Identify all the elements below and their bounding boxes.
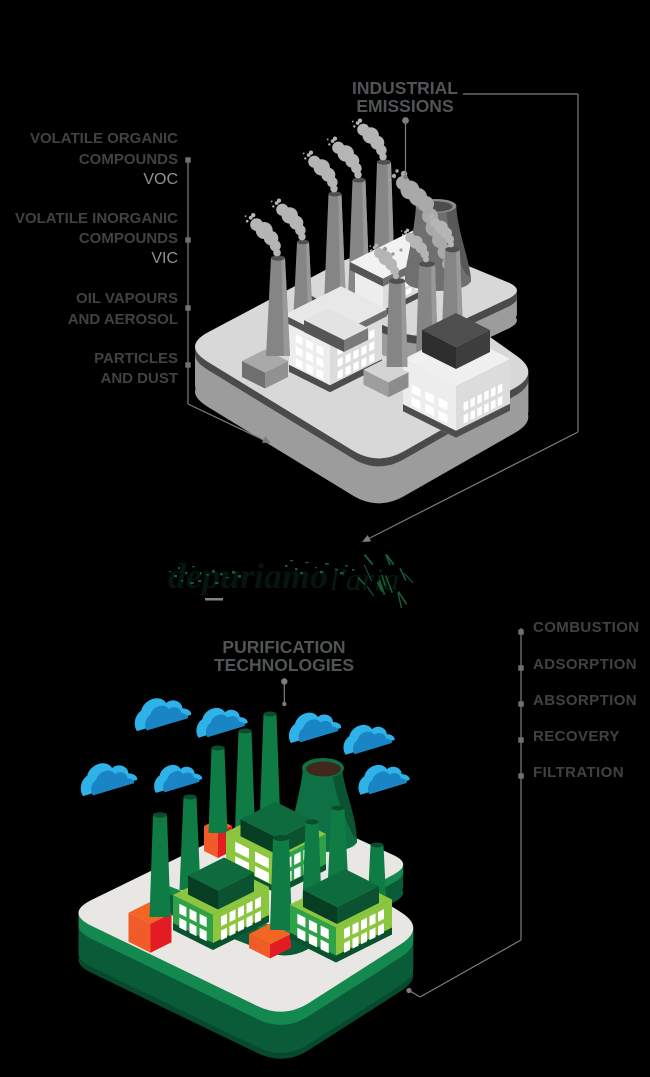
svg-text:depuriamo: depuriamo [168,556,328,596]
